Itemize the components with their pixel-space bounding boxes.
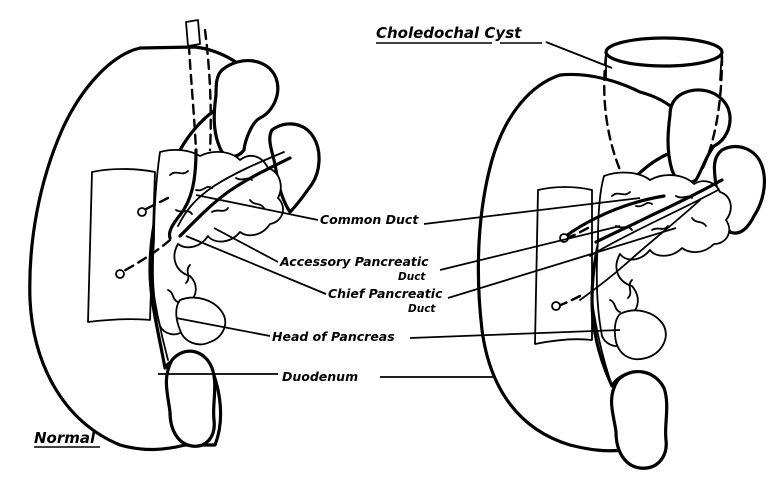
- cyst-duodenum-inner-line: [591, 299, 613, 387]
- label-accessory-pancreatic-duct-line1: Accessory Pancreatic: [279, 254, 429, 269]
- leader-lines: [158, 41, 677, 378]
- normal-duodenum-inner-line: [149, 269, 169, 361]
- label-chief-pancreatic-duct-line2: Duct: [408, 303, 436, 315]
- leader-head-left: [175, 317, 271, 337]
- label-accessory-pancreatic-duct-line2: Duct: [398, 271, 426, 283]
- leader-choledochal-cyst: [545, 41, 613, 69]
- label-head-of-pancreas: Head of Pancreas: [272, 329, 395, 344]
- cyst-chief-pancreatic-duct: [594, 178, 724, 244]
- choledochal-cyst-side-right: [719, 51, 723, 81]
- cyst-duct-long-channel: [579, 199, 701, 301]
- normal-duodenum-back-wall: [87, 168, 156, 323]
- leader-chief-right: [447, 227, 677, 299]
- normal-common-duct-top: [185, 19, 201, 47]
- cyst-duodenum-lower-opening: [609, 370, 669, 470]
- cyst-duodenum-upper-opening: [666, 88, 732, 185]
- choledochal-cyst-body-dashed-right: [700, 54, 724, 172]
- normal-chief-pancreatic-duct: [178, 156, 292, 238]
- cyst-pancreas-head: [595, 171, 732, 348]
- normal-pancreas-lobule-texture: [167, 170, 265, 303]
- label-common-duct: Common Duct: [320, 212, 419, 227]
- normal-common-duct-dashed: [186, 28, 198, 152]
- label-chief-pancreatic-duct-line1: Chief Pancreatic: [328, 286, 443, 301]
- cyst-duodenum-back-wall: [534, 186, 593, 345]
- leader-common-duct-left: [195, 194, 319, 221]
- normal-common-duct-solid: [167, 148, 198, 240]
- label-choledochal-cyst: Choledochal Cyst: [376, 24, 522, 42]
- label-normal: Normal: [34, 429, 96, 447]
- cyst-common-duct: [564, 194, 666, 238]
- normal-pancreas-lower-lobe: [175, 296, 227, 346]
- choledochal-cyst-top: [604, 36, 724, 68]
- leader-accessory-left: [213, 227, 279, 263]
- leader-common-duct-right: [423, 197, 641, 225]
- normal-illustration: [28, 19, 321, 452]
- leader-chief-left: [185, 235, 327, 295]
- leader-head-right: [409, 329, 621, 339]
- normal-duodenum-upper-opening: [212, 58, 280, 159]
- cyst-minor-papilla-dot: [551, 301, 561, 311]
- normal-duodenum-lower-opening: [164, 349, 217, 448]
- leader-accessory-right: [439, 225, 621, 271]
- normal-major-papilla-dot: [137, 207, 147, 217]
- cyst-pancreas-lower-lobe: [613, 309, 667, 361]
- cyst-illustration: [476, 36, 767, 470]
- normal-minor-papilla: [120, 238, 172, 274]
- labels: Common Duct Accessory Pancreatic Duct Ch…: [34, 24, 542, 448]
- label-duodenum: Duodenum: [282, 369, 358, 384]
- normal-minor-papilla-dot: [115, 269, 125, 279]
- normal-accessory-pancreatic-duct: [177, 151, 285, 227]
- normal-major-papilla: [142, 196, 170, 212]
- normal-common-duct-dashed-2: [203, 28, 212, 152]
- normal-duodenum-outline: [28, 45, 264, 452]
